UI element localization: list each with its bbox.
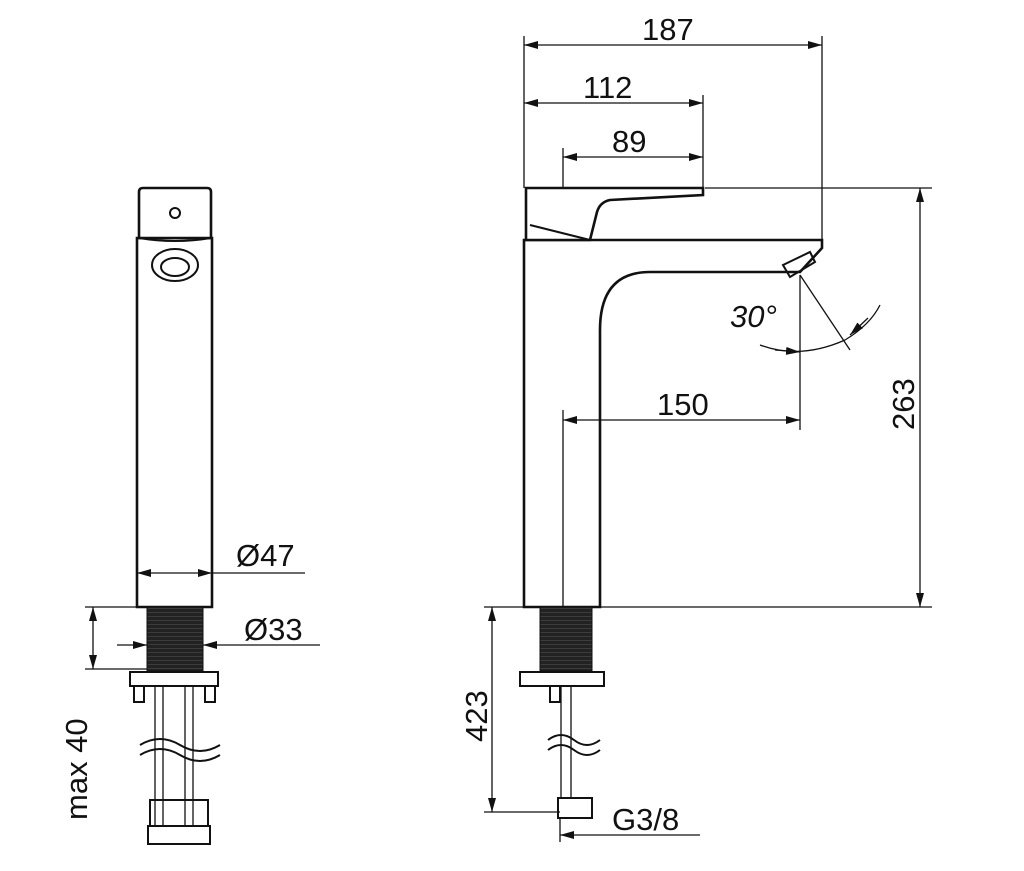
dim-112: 112 — [583, 70, 632, 105]
side-view — [129, 186, 221, 845]
dim-263: 263 — [886, 378, 921, 430]
dim-89: 89 — [612, 124, 646, 159]
dim-d47: Ø47 — [236, 538, 295, 573]
dimension-labels: 187 112 89 30° 150 263 Ø47 Ø33 max 40 42… — [59, 12, 921, 837]
dimension-lines — [85, 36, 932, 842]
front-view — [519, 186, 824, 819]
dim-150: 150 — [657, 387, 709, 422]
dim-max40: max 40 — [59, 718, 94, 820]
dim-187: 187 — [642, 12, 694, 47]
dim-angle: 30° — [730, 299, 777, 334]
dim-d33: Ø33 — [244, 612, 303, 647]
dim-423: 423 — [459, 690, 494, 742]
dim-thread: G3/8 — [612, 802, 679, 837]
